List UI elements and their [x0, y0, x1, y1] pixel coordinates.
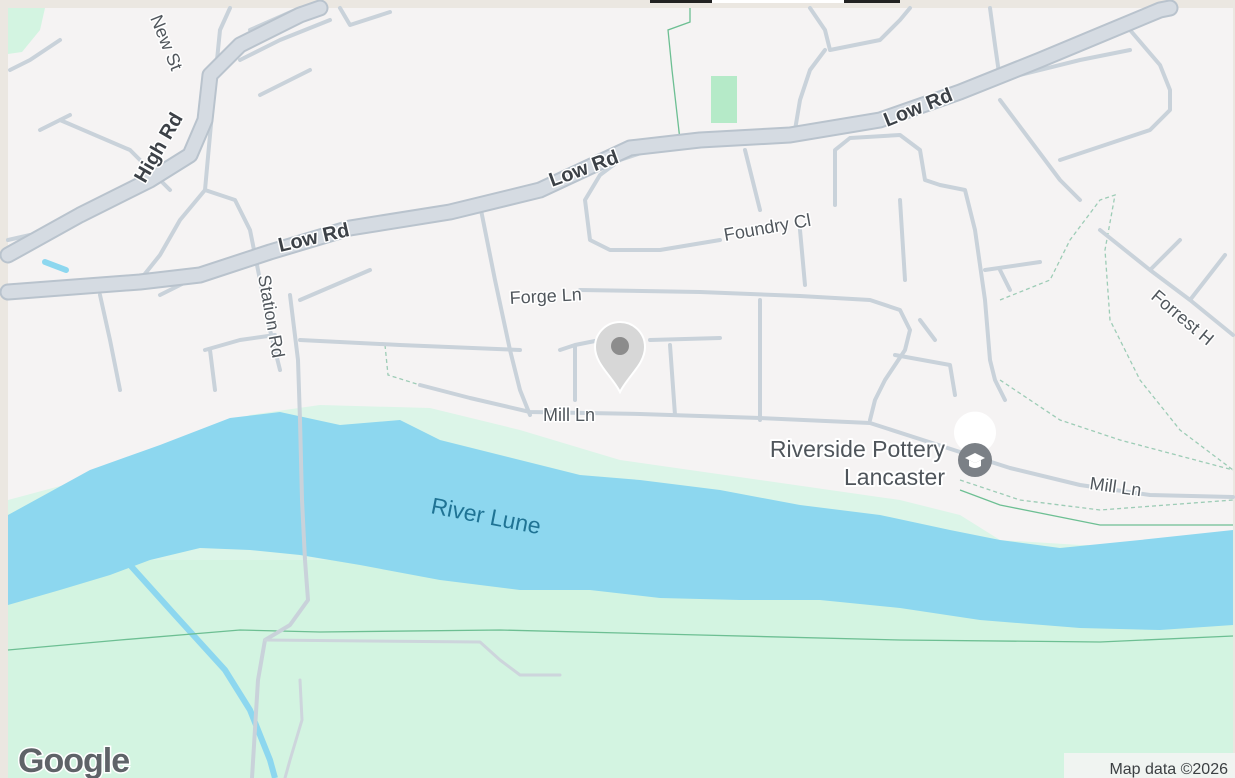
stream	[127, 562, 278, 778]
mill-ln-road	[418, 383, 1235, 499]
poi-label-line2: Lancaster	[844, 464, 945, 490]
google-logo: Google	[18, 742, 129, 778]
track-south	[263, 638, 562, 778]
minor-roads	[6, 6, 1235, 422]
top-overlay-bar-inner	[712, 0, 844, 3]
park-area-top-left	[8, 8, 45, 54]
graduation-cap-icon[interactable]	[954, 411, 996, 477]
footpath-east-2	[999, 379, 1234, 471]
label-forge-ln: Forge Ln	[509, 284, 582, 308]
water-fleck	[42, 259, 69, 273]
station-rd-road	[250, 293, 310, 778]
map-attribution: Map data ©2026	[1109, 761, 1228, 778]
low-rd-road	[1, 1, 1177, 299]
green-path-south	[7, 629, 1234, 651]
footpath-mill	[959, 479, 1234, 511]
footpath-west	[384, 344, 421, 386]
footpath-east	[999, 194, 1234, 471]
poi-label-line1: Riverside Pottery	[770, 436, 946, 462]
park-patch	[711, 76, 737, 123]
high-rd-road	[1, 1, 327, 262]
label-mill-ln-west: Mill Ln	[543, 405, 595, 425]
green-path-top	[667, 8, 691, 141]
map-pin-icon[interactable]	[593, 321, 647, 395]
river-lune-water	[8, 412, 1233, 630]
attribution-bg	[1064, 753, 1235, 778]
green-path-east	[959, 489, 1233, 526]
